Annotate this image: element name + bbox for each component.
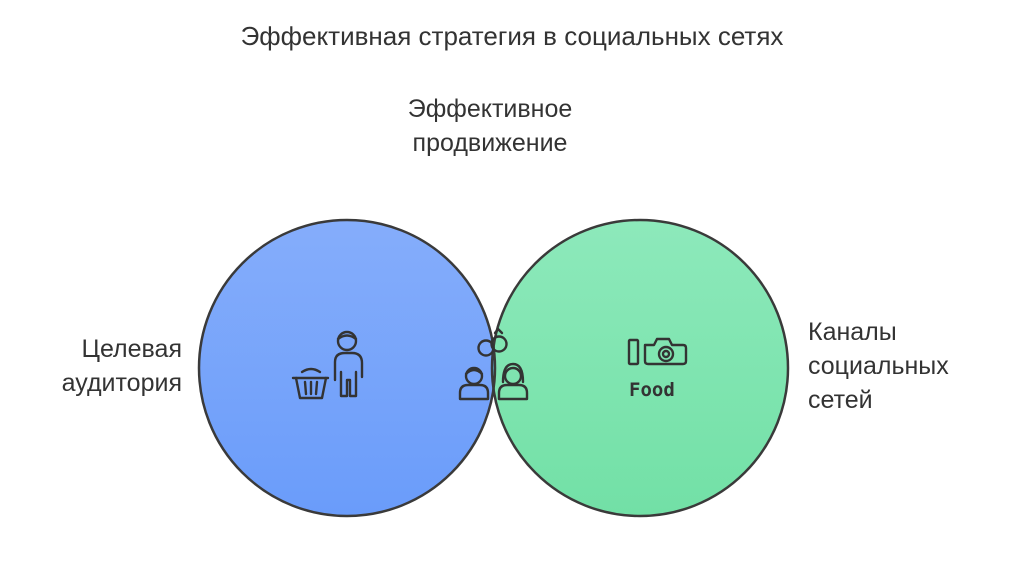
food-camera-icon [627, 337, 688, 366]
diagram-title: Эффективная стратегия в социальных сетях [240, 21, 784, 51]
right-set-label: Каналы социальных сетей [808, 318, 949, 414]
food-icon-caption: Food [629, 379, 675, 401]
left-circle-outline [197, 218, 497, 518]
left-set-label: Целевая аудитория [61, 335, 182, 397]
couple-rings-icon [458, 327, 529, 401]
shopping-basket-person-icon [291, 330, 364, 400]
right-circle-social-channels [492, 220, 788, 516]
right-circle-outline [490, 218, 790, 518]
left-circle-target-audience [199, 220, 495, 516]
intersection-label: Эффективное продвижение [407, 95, 573, 157]
